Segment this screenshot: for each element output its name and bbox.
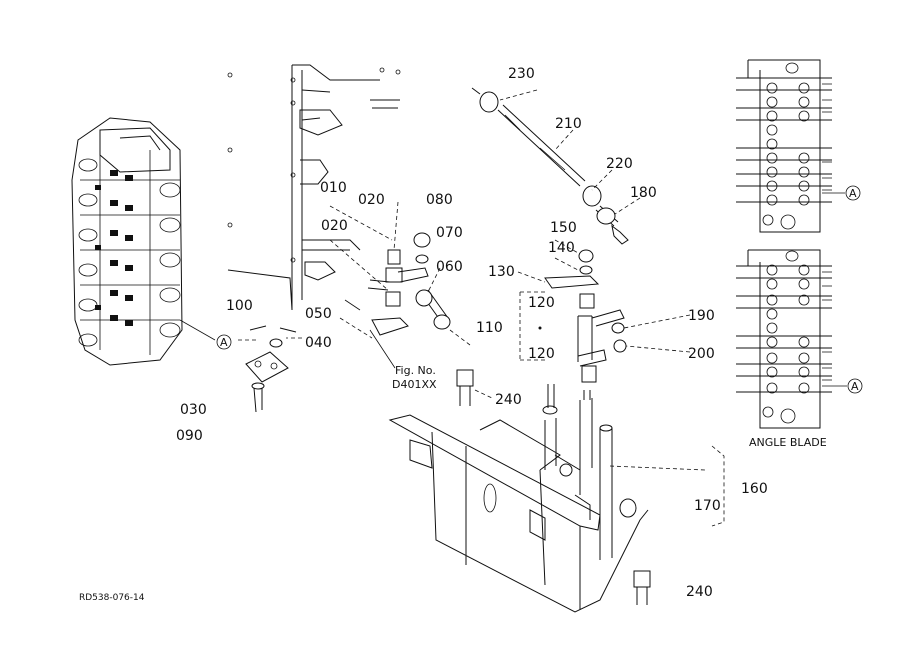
callout-a-lower: A	[851, 380, 859, 393]
label-120-lower: 120	[528, 346, 555, 362]
label-160: 160	[741, 481, 768, 497]
drawing-code: RD538-076-14	[79, 593, 145, 603]
callout-a-left: A	[220, 336, 228, 349]
callout-markers: A A A	[220, 187, 859, 393]
label-140: 140	[548, 240, 575, 256]
control-lever-assembly	[517, 239, 691, 383]
label-040: 040	[305, 335, 332, 351]
label-200: 200	[688, 346, 715, 362]
fig-reference-leader	[344, 299, 396, 369]
label-120-upper: 120	[528, 295, 555, 311]
label-050: 050	[305, 306, 332, 322]
label-020-lower: 020	[321, 218, 348, 234]
label-240-upper: 240	[495, 392, 522, 408]
label-100: 100	[226, 298, 253, 314]
link-lever-assembly	[329, 201, 471, 346]
label-090: 090	[176, 428, 203, 444]
lever-bracket-base	[388, 384, 725, 613]
label-110: 110	[476, 320, 503, 336]
adjusting-rod-assembly	[471, 87, 641, 245]
part-number-labels: 230 210 220 180 010 020 020 080 070 060 …	[176, 66, 768, 600]
label-240-lower: 240	[686, 584, 713, 600]
label-130: 130	[488, 264, 515, 280]
mounting-frame	[227, 64, 401, 311]
label-070: 070	[436, 225, 463, 241]
fig-ref-line2: D401XX	[392, 378, 437, 391]
label-170: 170	[694, 498, 721, 514]
label-210: 210	[555, 116, 582, 132]
angle-blade-caption: ANGLE BLADE	[749, 436, 827, 449]
label-230: 230	[508, 66, 535, 82]
plate-pin-assembly	[238, 325, 302, 413]
valve-schematic-lower	[736, 249, 863, 429]
bolts-240	[456, 369, 651, 605]
label-020-upper: 020	[358, 192, 385, 208]
control-valve-assembly	[71, 117, 216, 366]
label-150: 150	[550, 220, 577, 236]
label-030: 030	[180, 402, 207, 418]
label-060: 060	[436, 259, 463, 275]
label-180: 180	[630, 185, 657, 201]
label-010: 010	[320, 180, 347, 196]
label-080: 080	[426, 192, 453, 208]
valve-schematic-upper	[736, 59, 861, 233]
callout-a-upper: A	[849, 187, 857, 200]
fig-ref-line1: Fig. No.	[395, 364, 436, 377]
label-220: 220	[606, 156, 633, 172]
label-190: 190	[688, 308, 715, 324]
